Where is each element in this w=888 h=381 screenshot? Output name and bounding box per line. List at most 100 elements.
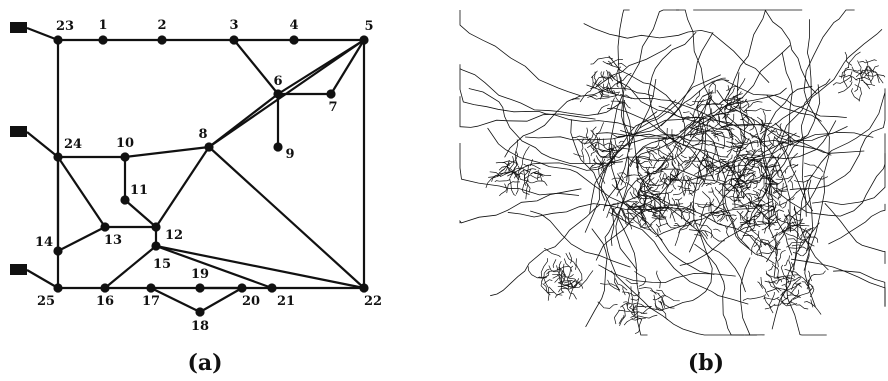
- road-cluster-1: [776, 177, 784, 201]
- road-cluster-6: [506, 181, 520, 194]
- road-cluster-10: [791, 278, 801, 290]
- road-cluster-1: [745, 206, 750, 213]
- road-cluster-2: [612, 207, 630, 225]
- road-cluster-6: [509, 164, 519, 179]
- road-cluster-0: [691, 162, 706, 183]
- road-cluster-1: [792, 164, 799, 169]
- road-cluster-5: [584, 126, 597, 145]
- node-12: [151, 222, 161, 232]
- road-cluster-3: [682, 116, 690, 122]
- road-cluster-0: [658, 222, 669, 228]
- road-cluster-0: [676, 199, 680, 210]
- node-label-15: 15: [153, 257, 171, 272]
- road-cluster-11: [606, 86, 621, 94]
- road-cluster-0: [726, 141, 747, 150]
- road-segment: [688, 126, 750, 249]
- road-segment: [459, 64, 635, 129]
- road-cluster-1: [775, 175, 793, 180]
- road-cluster-2: [661, 196, 665, 203]
- road-cluster-3: [726, 87, 735, 110]
- road-segment: [600, 137, 674, 201]
- road-cluster-0: [694, 198, 715, 206]
- road-segment: [730, 109, 874, 142]
- road-cluster-2: [649, 217, 660, 226]
- road-cluster-2: [667, 175, 677, 190]
- road-cluster-1: [768, 164, 779, 176]
- road-cluster-10: [765, 270, 777, 284]
- road-cluster-4: [786, 241, 797, 248]
- road-cluster-4: [783, 218, 804, 234]
- road-segment: [767, 52, 793, 277]
- edge-24-13: [57, 156, 106, 228]
- road-cluster-0: [701, 191, 712, 206]
- road-cluster-2: [641, 221, 648, 228]
- road-cluster-3: [725, 96, 736, 119]
- road-cluster-0: [746, 204, 750, 223]
- edge-11-12: [124, 199, 157, 228]
- road-cluster-11: [620, 94, 632, 100]
- road-cluster-2: [640, 195, 648, 215]
- road-cluster-10: [803, 301, 822, 315]
- road-cluster-5: [608, 146, 616, 167]
- road-cluster-2: [650, 208, 665, 219]
- road-cluster-10: [768, 265, 774, 271]
- road-segment: [504, 98, 580, 158]
- edge-15-21: [155, 244, 273, 290]
- road-cluster-0: [740, 133, 757, 152]
- road-cluster-0: [711, 144, 725, 149]
- road-cluster-1: [736, 146, 746, 164]
- road-cluster-4: [778, 249, 786, 261]
- road-cluster-1: [795, 188, 807, 194]
- road-cluster-6: [537, 169, 539, 181]
- road-cluster-3: [733, 104, 748, 109]
- road-cluster-2: [611, 177, 626, 186]
- road-cluster-2: [642, 224, 653, 228]
- edge-8-12: [155, 146, 210, 228]
- road-cluster-0: [716, 213, 737, 219]
- road-cluster-9: [638, 287, 657, 295]
- edge-3-6: [233, 39, 279, 95]
- road-cluster-6: [517, 165, 528, 182]
- road-cluster-2: [634, 206, 648, 210]
- road-cluster-3: [694, 127, 705, 146]
- road-cluster-0: [716, 131, 726, 150]
- road-cluster-11: [616, 72, 632, 86]
- road-cluster-3: [712, 113, 730, 118]
- road-cluster-10: [782, 277, 791, 280]
- edges-group: [56, 38, 366, 313]
- road-cluster-1: [752, 190, 760, 195]
- road-cluster-2: [636, 177, 643, 185]
- road-cluster-8: [558, 268, 562, 285]
- road-cluster-2: [656, 193, 662, 199]
- road-cluster-3: [737, 78, 746, 91]
- road-cluster-0: [637, 155, 653, 163]
- road-segment: [620, 9, 680, 148]
- road-segment: [660, 168, 730, 192]
- edge-15-22: [155, 244, 365, 290]
- road-cluster-5: [598, 163, 606, 184]
- road-cluster-8: [577, 281, 584, 289]
- road-cluster-7: [849, 76, 853, 83]
- road-cluster-0: [709, 160, 715, 182]
- road-cluster-7: [869, 70, 874, 83]
- road-cluster-5: [589, 164, 594, 170]
- terminal-block-24: [10, 126, 27, 137]
- road-cluster-11: [610, 97, 615, 110]
- edge-13-14: [57, 226, 106, 252]
- road-cluster-0: [674, 223, 680, 227]
- road-cluster-4: [801, 228, 812, 237]
- road-cluster-8: [560, 270, 565, 293]
- road-cluster-4: [791, 221, 810, 227]
- road-cluster-9: [656, 270, 661, 289]
- road-cluster-0: [708, 190, 714, 193]
- node-14: [53, 246, 63, 256]
- road-cluster-9: [607, 279, 621, 292]
- road-cluster-2: [663, 172, 672, 186]
- road-cluster-5: [572, 135, 589, 139]
- road-cluster-1: [768, 136, 775, 147]
- road-cluster-0: [680, 154, 687, 159]
- node-label-2: 2: [157, 18, 166, 33]
- road-cluster-7: [855, 69, 873, 78]
- road-cluster-2: [629, 222, 633, 230]
- road-cluster-1: [748, 194, 753, 205]
